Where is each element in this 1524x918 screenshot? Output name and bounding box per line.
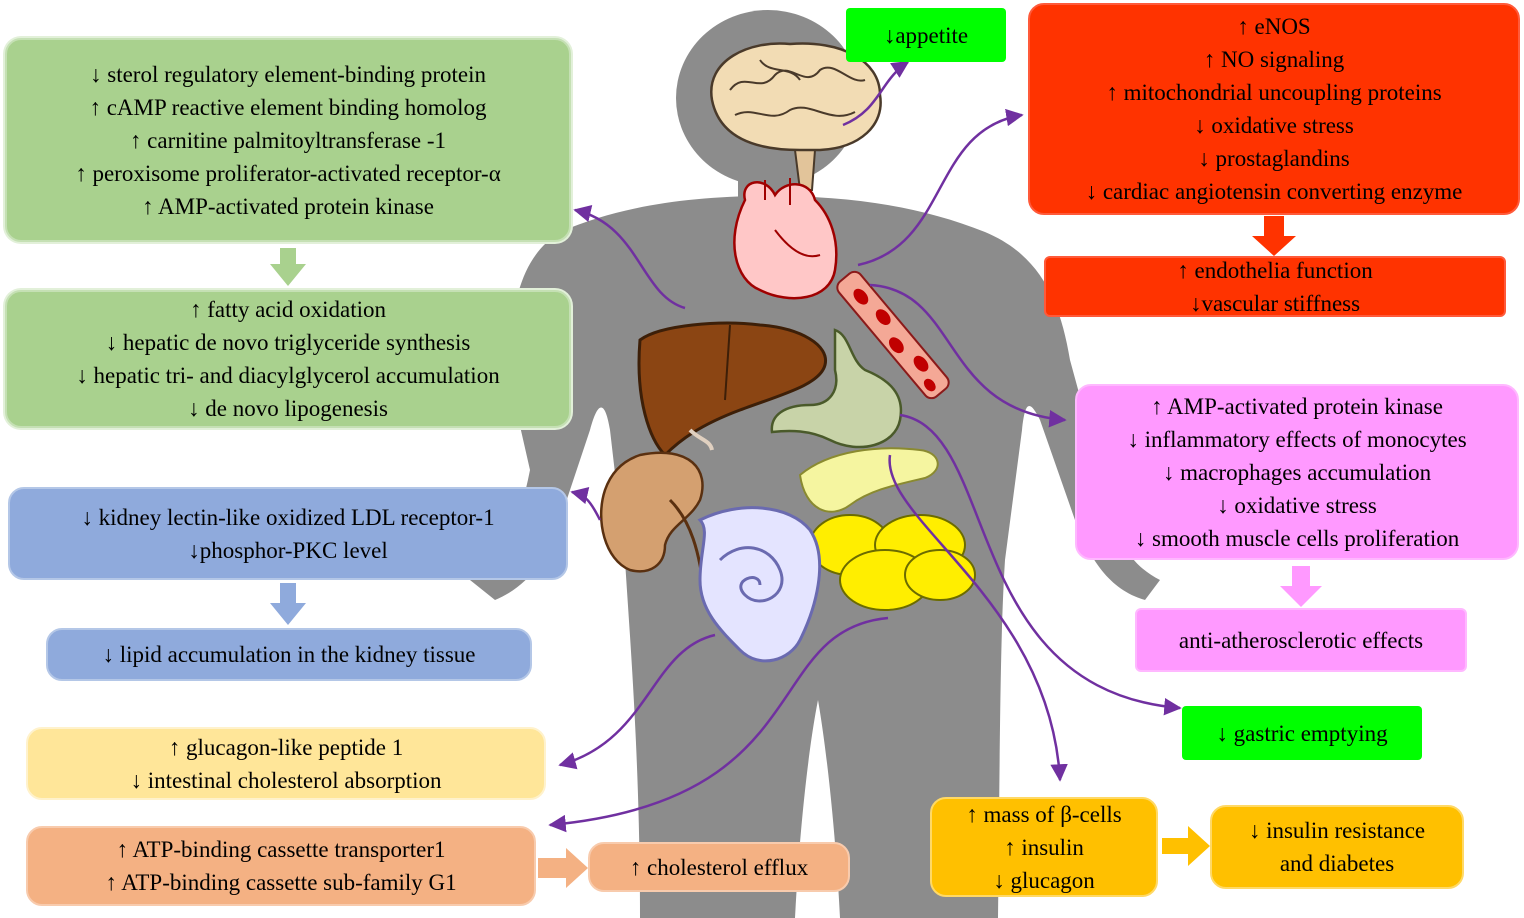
- gastric-emptying-box: ↓ gastric emptying: [1182, 706, 1422, 760]
- anti-atherosclerotic-line-0: anti-atherosclerotic effects: [1178, 627, 1424, 653]
- pathway-arrows: [548, 60, 1182, 833]
- heart-illustration: [733, 178, 838, 300]
- transporter-box: ↑ ATP-binding cassette transporter1 ↑ AT…: [26, 826, 536, 906]
- kidney-receptor-line-1: ↓phosphor-PKC level: [188, 537, 388, 563]
- beta-cell-line-1: ↑ insulin: [1004, 834, 1084, 860]
- liver-effect-box: ↑ fatty acid oxidation ↓ hepatic de novo…: [5, 290, 571, 428]
- vessel-mechanism-line-2: ↓ macrophages accumulation: [1162, 459, 1432, 485]
- blood-vessel-illustration: [836, 270, 950, 400]
- liver-effect-line-2: ↓ hepatic tri- and diacylglycerol accumu…: [76, 363, 500, 388]
- cholesterol-efflux-box: ↑ cholesterol efflux: [588, 842, 850, 892]
- endothelial-line-1: ↓vascular stiffness: [1189, 290, 1361, 316]
- liver-gene-box: ↓ sterol regulatory element-binding prot…: [5, 38, 571, 242]
- heart-mechanism-box: ↑ eNOS ↑ NO signaling ↑ mitochondrial un…: [1028, 3, 1520, 215]
- intestine-line-0: ↑ glucagon-like peptide 1: [168, 734, 404, 760]
- liver-illustration: [637, 321, 827, 458]
- intestine-line-1: ↓ intestinal cholesterol absorption: [130, 767, 442, 793]
- liver-gene-line-0: ↓ sterol regulatory element-binding prot…: [90, 61, 486, 87]
- insulin-resistance-line-1: and diabetes: [1279, 851, 1395, 876]
- liver-gene-line-1: ↑ cAMP reactive element binding homolog: [89, 94, 487, 120]
- beta-cell-box: ↑ mass of β-cells ↑ insulin ↓ glucagon: [930, 797, 1158, 897]
- stomach-illustration: [770, 328, 903, 449]
- endothelial-box: ↑ endothelia function ↓vascular stiffnes…: [1044, 256, 1506, 317]
- pancreas-illustration: [798, 447, 939, 513]
- beta-cell-line-0: ↑ mass of β-cells: [966, 801, 1122, 827]
- heart-mechanism-line-0: ↑ eNOS: [1237, 14, 1311, 39]
- liver-gene-line-3: ↑ peroxisome proliferator-activated rece…: [75, 160, 501, 186]
- kidney-receptor-line-0: ↓ kidney lectin-like oxidized LDL recept…: [81, 504, 495, 530]
- liver-gene-line-4: ↑ AMP-activated protein kinase: [142, 193, 434, 219]
- liver-effect-line-3: ↓ de novo lipogenesis: [188, 396, 388, 421]
- anti-atherosclerotic-box: anti-atherosclerotic effects: [1135, 608, 1467, 672]
- heart-mechanism-line-3: ↓ oxidative stress: [1194, 113, 1354, 138]
- intestine-illustration: [697, 506, 822, 663]
- gastric-emptying-line-0: ↓ gastric emptying: [1216, 720, 1388, 746]
- endothelial-line-0: ↑ endothelia function: [1177, 257, 1373, 283]
- heart-mechanism-line-5: ↓ cardiac angiotensin converting enzyme: [1085, 179, 1463, 204]
- beta-cell-line-2: ↓ glucagon: [993, 867, 1095, 893]
- vessel-mechanism-box: ↑ AMP-activated protein kinase ↓ inflamm…: [1075, 384, 1519, 560]
- kidney-lipid-line-0: ↓ lipid accumulation in the kidney tissu…: [102, 642, 476, 667]
- appetite-line-0: ↓appetite: [883, 22, 969, 48]
- vessel-mechanism-line-1: ↓ inflammatory effects of monocytes: [1127, 426, 1467, 452]
- heart-mechanism-line-1: ↑ NO signaling: [1203, 47, 1345, 72]
- kidney-lipid-box: ↓ lipid accumulation in the kidney tissu…: [46, 628, 532, 681]
- cholesterol-efflux-line-0: ↑ cholesterol efflux: [629, 854, 809, 880]
- block-arrows: [270, 216, 1322, 888]
- liver-effect-line-0: ↑ fatty acid oxidation: [189, 297, 387, 322]
- vessel-mechanism-line-0: ↑ AMP-activated protein kinase: [1151, 393, 1443, 419]
- appetite-box: ↓appetite: [846, 8, 1006, 62]
- insulin-resistance-box: ↓ insulin resistance and diabetes: [1210, 805, 1464, 889]
- heart-mechanism-line-4: ↓ prostaglandins: [1198, 146, 1350, 171]
- liver-gene-line-2: ↑ carnitine palmitoyltransferase -1: [129, 127, 447, 153]
- heart-mechanism-line-2: ↑ mitochondrial uncoupling proteins: [1106, 80, 1442, 105]
- intestine-box: ↑ glucagon-like peptide 1 ↓ intestinal c…: [26, 727, 546, 800]
- kidney-receptor-box: ↓ kidney lectin-like oxidized LDL recept…: [8, 487, 568, 580]
- vessel-mechanism-line-4: ↓ smooth muscle cells proliferation: [1134, 525, 1460, 551]
- transporter-line-1: ↑ ATP-binding cassette sub-family G1: [105, 870, 457, 895]
- insulin-resistance-line-0: ↓ insulin resistance: [1248, 818, 1426, 843]
- transporter-line-0: ↑ ATP-binding cassette transporter1: [116, 837, 446, 862]
- vessel-mechanism-line-3: ↓ oxidative stress: [1217, 492, 1377, 518]
- liver-effect-line-1: ↓ hepatic de novo triglyceride synthesis: [105, 330, 471, 355]
